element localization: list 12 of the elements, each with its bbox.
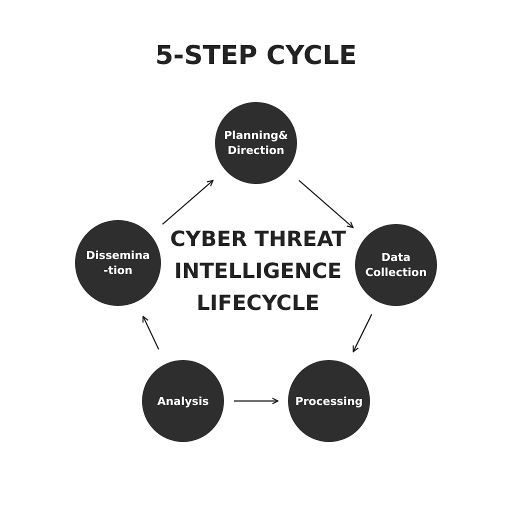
step-label: Dissemina -tion — [85, 248, 151, 278]
arrow — [298, 180, 354, 228]
arrow — [234, 398, 279, 404]
step-label: Processing — [295, 394, 363, 408]
diagram-title: 5-STEP CYCLE — [155, 40, 357, 72]
arrow — [142, 316, 160, 350]
arrow — [352, 314, 372, 352]
center-heading: CYBER THREAT INTELLIGENCE LIFECYCLE — [169, 226, 347, 317]
step-label: Planning& Direction — [223, 128, 289, 158]
step-label: Data Collection — [364, 250, 428, 280]
arrow — [162, 180, 214, 225]
step-label: Analysis — [157, 394, 209, 408]
